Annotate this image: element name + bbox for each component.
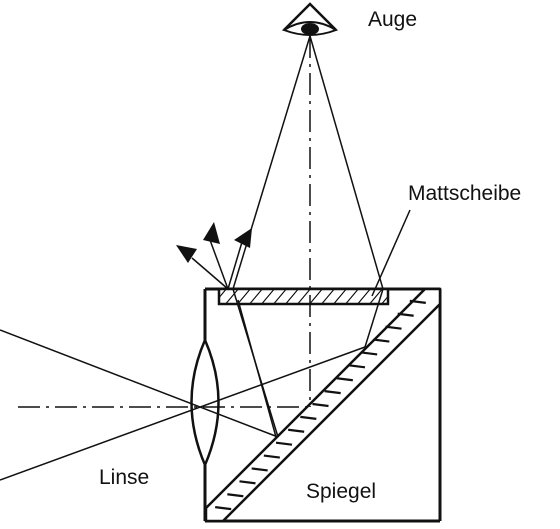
mirror-hatch-stroke xyxy=(288,430,304,432)
lens xyxy=(192,340,219,465)
mirror-hatch-stroke xyxy=(361,352,377,354)
mirror-hatch-stroke xyxy=(410,301,426,303)
mirror-hatch-stroke xyxy=(264,456,280,458)
mirror-hatch-stroke xyxy=(215,507,231,509)
mirror-hatch-stroke xyxy=(386,327,402,329)
mirror-hatch-stroke xyxy=(398,314,414,316)
label-auge: Auge xyxy=(368,8,418,31)
mirror-hatch-stroke xyxy=(276,443,292,445)
focusing-screen xyxy=(219,289,388,304)
label-mattscheibe: Mattscheibe xyxy=(408,182,522,205)
mirror-hatch-stroke xyxy=(313,404,329,406)
mirror-hatch-stroke xyxy=(240,481,256,483)
optical-axis xyxy=(18,36,310,407)
scatter-arrowheads xyxy=(176,222,252,263)
mirror-hatch-stroke xyxy=(300,417,316,419)
mirror-hatch-stroke xyxy=(325,391,341,393)
light-rays xyxy=(0,36,383,480)
label-spiegel: Spiegel xyxy=(306,480,377,503)
label-linse: Linse xyxy=(99,466,150,489)
mirror xyxy=(206,289,440,521)
leader-line-mattscheibe xyxy=(372,210,410,296)
mirror-hatch-stroke xyxy=(227,494,243,496)
eye-icon xyxy=(284,4,336,35)
mirror-hatch-stroke xyxy=(373,340,389,342)
mirror-hatch-stroke xyxy=(349,365,365,367)
mirror-hatch-stroke xyxy=(252,468,268,470)
mirror-hatch-stroke xyxy=(337,378,353,380)
